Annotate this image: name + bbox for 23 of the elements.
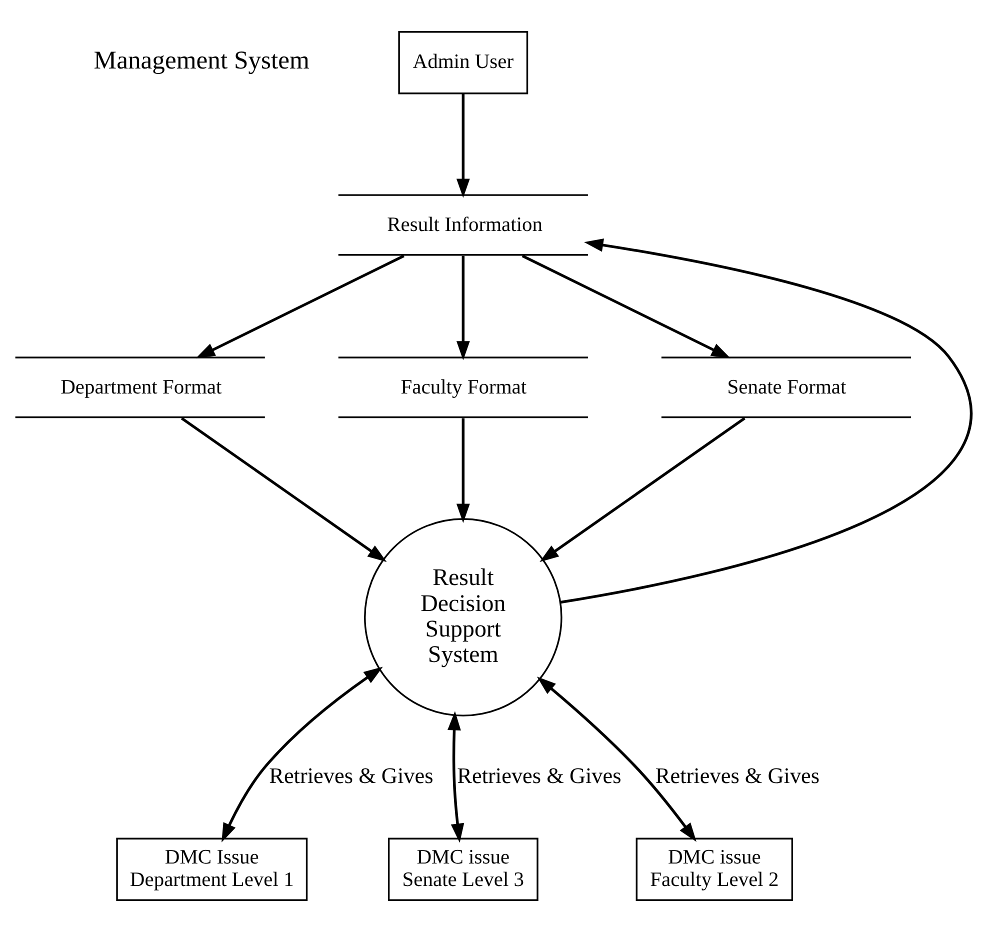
- arrow: [196, 254, 404, 358]
- node-box: DMC Issue Department Level 1: [116, 838, 308, 902]
- arrow: [560, 238, 972, 604]
- edge-label: Retrieves & Gives: [457, 762, 622, 788]
- arrow: [456, 418, 470, 523]
- arrow: [456, 93, 470, 198]
- node-text: Result Information: [387, 214, 543, 236]
- edge-label: Retrieves & Gives: [269, 762, 434, 788]
- node-box: DMC issue Faculty Level 2: [636, 838, 794, 902]
- arrow: [222, 666, 383, 842]
- node-box: DMC issue Senate Level 3: [388, 838, 538, 902]
- node-text: Department Format: [60, 376, 222, 399]
- node-box: Admin User: [398, 30, 528, 94]
- arrow: [536, 676, 696, 842]
- arrow: [448, 711, 464, 843]
- node-text: Senate Format: [727, 376, 846, 399]
- label: Management System: [94, 46, 310, 75]
- arrow: [522, 254, 730, 358]
- edge-label: Retrieves & Gives: [655, 762, 820, 788]
- arrow: [180, 417, 387, 562]
- arrow: [540, 417, 746, 562]
- node-text: Faculty Format: [400, 376, 527, 399]
- arrow: [456, 256, 470, 360]
